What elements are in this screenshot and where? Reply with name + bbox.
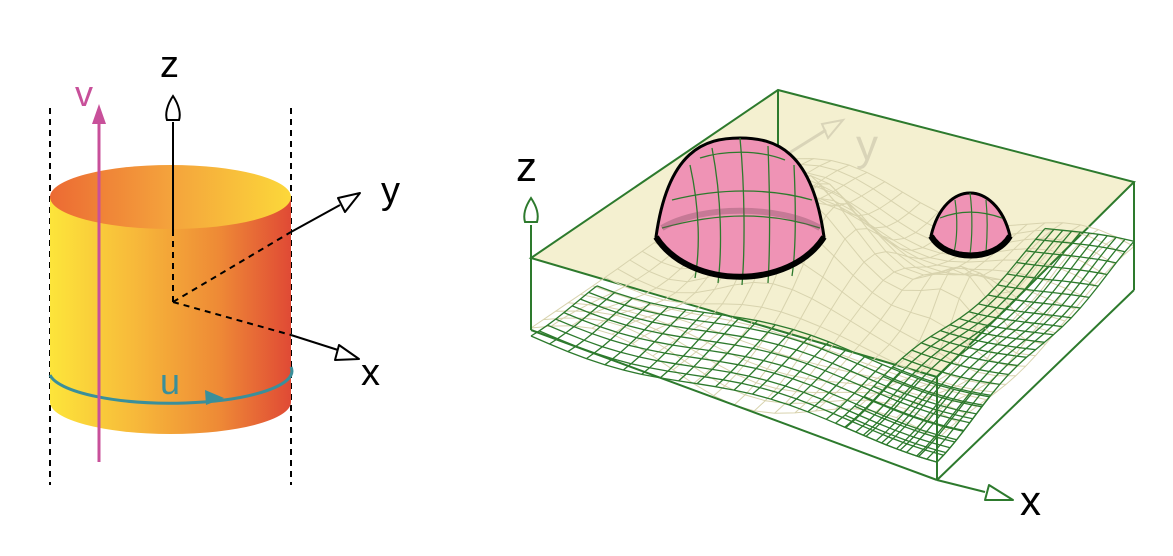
mesh-line <box>997 284 1090 299</box>
y-faint-arrowhead-icon <box>820 118 846 140</box>
y-axis-line <box>290 204 341 233</box>
right-x-arrowhead-icon <box>984 484 1014 501</box>
y-axis-faint-label: y <box>856 121 878 170</box>
mesh-line <box>892 366 991 396</box>
x-axis-label: x <box>361 352 380 394</box>
mesh-line <box>959 317 1054 336</box>
mesh-line <box>596 285 990 398</box>
v-parameter-label: v <box>75 73 93 114</box>
mesh-line <box>1016 261 1108 276</box>
mesh-line <box>911 349 1009 376</box>
plane-grid-line <box>855 222 1064 410</box>
mesh-line <box>1006 273 1099 287</box>
u-arrowhead-icon <box>205 390 224 405</box>
mesh-line <box>930 335 1027 358</box>
z-axis-label: z <box>160 44 179 86</box>
right-z-axis-label: z <box>516 143 537 190</box>
y-axis-label: y <box>381 170 400 212</box>
cylinder-figure: z y x v u <box>48 44 400 485</box>
large-bump <box>653 136 827 286</box>
mesh-line <box>987 294 1081 309</box>
v-arrowhead-icon <box>92 104 106 124</box>
x-axis-hidden-line <box>172 301 292 336</box>
mesh-line <box>547 324 951 449</box>
mesh-line <box>1044 227 1135 242</box>
u-parameter-label: u <box>160 361 180 402</box>
small-bump <box>928 191 1013 259</box>
mesh-line <box>571 305 970 424</box>
mesh-line <box>835 422 938 463</box>
mesh-line <box>882 375 982 408</box>
mesh-line <box>538 330 944 456</box>
plane-grid-line <box>936 246 1135 440</box>
mesh-line <box>873 385 973 420</box>
plane-grid-line <box>814 223 1028 412</box>
mesh-line <box>863 395 965 432</box>
cylinder-body <box>50 197 291 434</box>
right-x-axis-line <box>936 479 986 493</box>
plane-grid-line <box>774 225 992 414</box>
plane-grid-line <box>835 222 1046 410</box>
mesh-line <box>563 311 964 432</box>
mesh-line <box>940 329 1036 351</box>
right-x-axis-label: x <box>1020 477 1041 524</box>
surface-mesh <box>530 227 1135 463</box>
mesh-line <box>555 318 957 441</box>
mesh-line <box>1025 250 1117 264</box>
x-arrowhead-icon <box>334 344 360 361</box>
plane-grid-line <box>753 223 975 412</box>
mesh-line <box>978 303 1072 319</box>
x-axis-line <box>290 334 339 351</box>
mesh-line <box>588 291 984 406</box>
surface-figure: y z x <box>516 88 1136 524</box>
mesh-line <box>920 342 1018 367</box>
plane-grid-line <box>896 229 1099 418</box>
cylinder-top <box>50 165 291 229</box>
mesh-line <box>901 357 1000 386</box>
mesh-line <box>968 311 1063 328</box>
mesh-line <box>580 298 977 415</box>
mesh-line <box>1035 238 1126 253</box>
z-arrowhead-icon <box>165 94 181 121</box>
u-curve <box>48 366 294 405</box>
y-arrowhead-icon <box>337 192 361 213</box>
mesh-line <box>949 324 1045 343</box>
mesh-line <box>854 405 956 443</box>
y-axis-hidden-line <box>172 231 292 303</box>
mesh-line <box>844 414 947 454</box>
right-z-arrowhead-icon <box>523 196 539 223</box>
